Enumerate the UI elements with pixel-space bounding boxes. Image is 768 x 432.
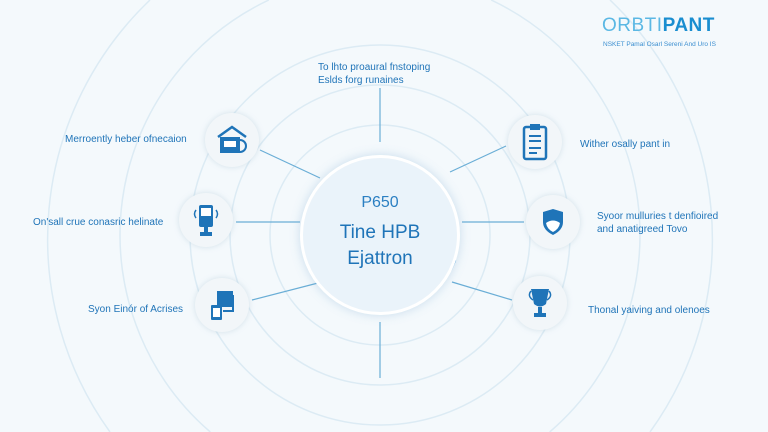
connector-lines bbox=[236, 88, 524, 378]
shield-icon bbox=[543, 209, 563, 235]
center-hub: P650 Tine HPB Ejattron bbox=[300, 155, 460, 315]
clipboard-icon bbox=[522, 124, 548, 161]
center-title-1: Tine HPB bbox=[339, 222, 421, 243]
mobile-device-icon bbox=[193, 205, 219, 236]
node-shield[interactable] bbox=[526, 195, 580, 249]
right-label-1: Wither osally pant in bbox=[580, 139, 671, 150]
trophy-icon bbox=[528, 289, 552, 317]
house-document-icon bbox=[217, 125, 247, 153]
left-label-1: Merroently heber ofnecaion bbox=[65, 134, 187, 145]
node-house-document[interactable] bbox=[205, 113, 259, 167]
node-documents[interactable] bbox=[195, 278, 249, 332]
left-label-3: Syon Einór of Acrises bbox=[88, 304, 184, 315]
documents-icon bbox=[211, 291, 234, 320]
right-label-3: Thonal yaiving and olenoes bbox=[588, 305, 710, 316]
node-mobile-device[interactable] bbox=[179, 193, 233, 247]
left-label-2: On'sall crue conasric helinate bbox=[33, 217, 164, 228]
brand-tagline: NSKET Pamal Osarl Sereni And Uro IS bbox=[603, 41, 716, 48]
brand-logo: ORBTIPANT bbox=[602, 15, 715, 36]
center-code: P650 bbox=[361, 194, 399, 211]
node-trophy[interactable] bbox=[513, 276, 567, 330]
center-title-2: Ejattron bbox=[347, 248, 413, 269]
node-clipboard[interactable] bbox=[508, 115, 562, 169]
